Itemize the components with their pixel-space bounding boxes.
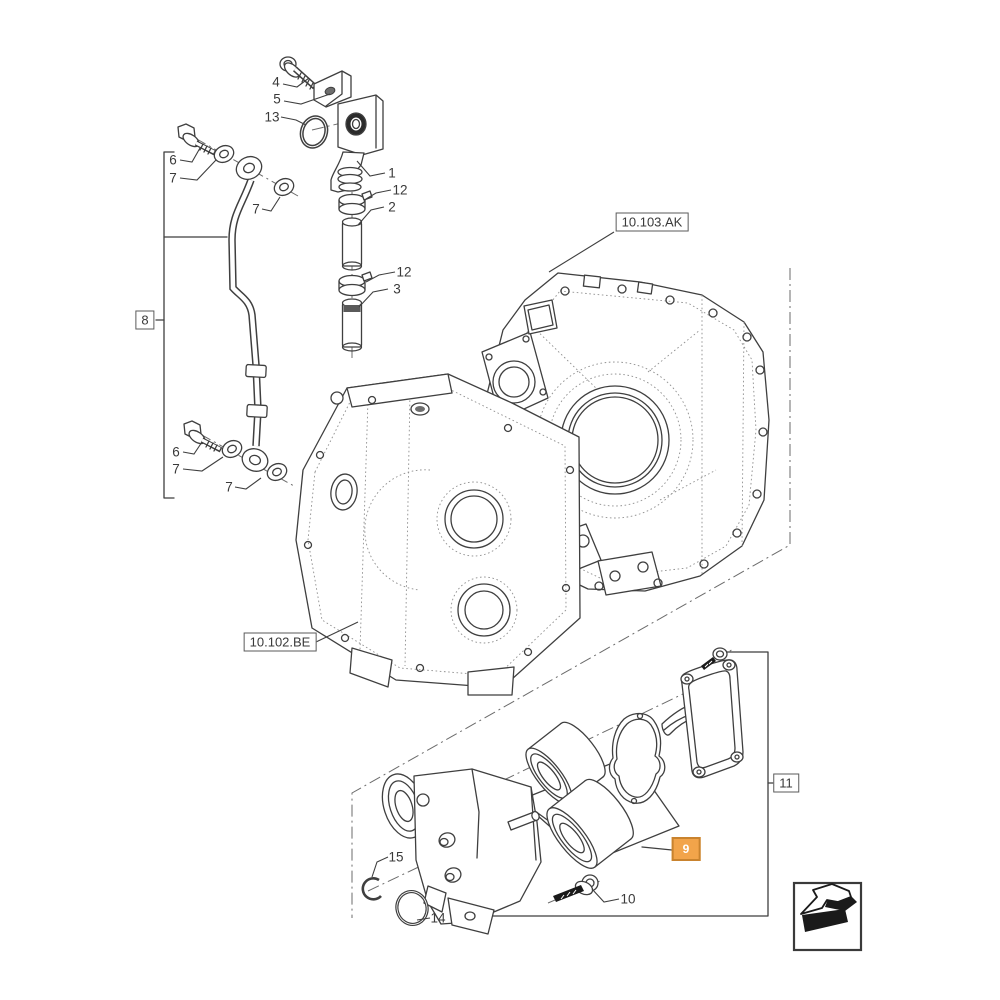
part-callout-15: 15 [388, 849, 404, 865]
part-callout-3: 3 [393, 281, 401, 297]
pump-and-filter-assembly-drawing [361, 647, 775, 935]
group-box-8: 8 [135, 310, 155, 330]
timing-gear-housing-drawing [295, 373, 581, 696]
section-ref-timing-gear-housing: 10.102.BE [243, 632, 317, 652]
part-callout-6-bottom: 6 [172, 444, 180, 460]
air-filter-element-lower [546, 778, 634, 869]
part-callout-5: 5 [273, 91, 281, 107]
part-callout-7-bottom-a: 7 [172, 461, 180, 477]
part-callout-7-top-b: 7 [252, 201, 260, 217]
oil-pipe-parts-drawing [177, 123, 295, 482]
part-callout-4: 4 [272, 74, 280, 90]
part-callout-1: 1 [388, 165, 396, 181]
group-box-11: 11 [773, 773, 799, 793]
part-callout-14: 14 [430, 910, 446, 926]
highlighted-callout-9: 9 [671, 837, 701, 861]
part-callout-12a: 12 [392, 182, 408, 198]
part-callout-2: 2 [388, 199, 396, 215]
part-callout-7-bottom-b: 7 [225, 479, 233, 495]
part-callout-7-top-a: 7 [169, 170, 177, 186]
part-callout-10: 10 [620, 891, 636, 907]
part-callout-6-top: 6 [169, 152, 177, 168]
page-direction-arrow-icon [792, 881, 863, 952]
section-ref-flywheel-housing: 10.103.AK [615, 212, 689, 232]
group-8-bracket [155, 151, 228, 499]
callout-leaders [179, 77, 620, 921]
part-callout-12b: 12 [396, 264, 412, 280]
part-callout-13: 13 [264, 109, 280, 125]
breather-parts-drawing [279, 56, 384, 352]
